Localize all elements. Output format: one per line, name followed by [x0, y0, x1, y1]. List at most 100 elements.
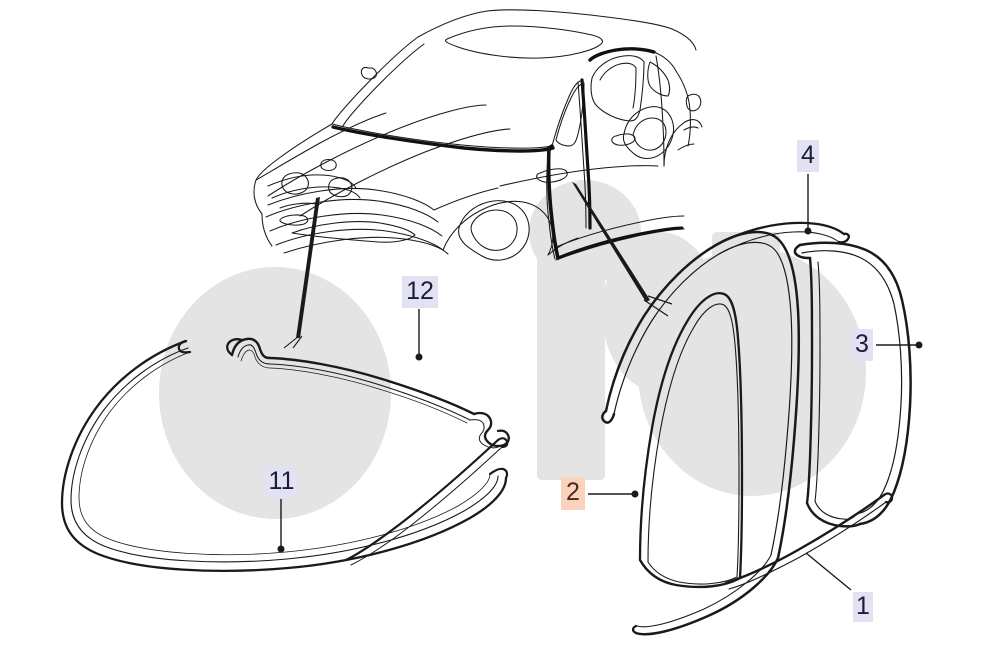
car-grille-upper — [267, 174, 357, 189]
car-fog-left — [279, 214, 309, 226]
callout-label-2[interactable]: 2 — [561, 477, 585, 510]
car-roof-edge — [671, 28, 697, 51]
car-mirror — [360, 66, 377, 80]
watermark-circle-1 — [159, 267, 391, 519]
callout-leader-lines — [277, 174, 923, 591]
cowl-seal-inner — [237, 344, 471, 421]
leader-dot-2 — [631, 490, 639, 498]
lower-strip-inner — [350, 446, 503, 566]
car-side-swage — [499, 165, 659, 187]
front-door-seal-bottom2 — [647, 561, 738, 585]
cowl-seal-end-left — [226, 338, 244, 357]
leader-dot-3 — [915, 341, 923, 349]
car-hood-crease-2 — [299, 128, 511, 217]
rear-door-seal-bottom — [805, 501, 862, 528]
cowl-seal-end-right — [472, 411, 510, 448]
watermark-circle-4 — [638, 248, 866, 496]
leader-arrow-11-tail2 — [292, 335, 303, 349]
rear-door-seal-outer2 — [801, 250, 903, 515]
car-rear-door-handle — [611, 133, 636, 146]
windscreen-seal-end-left — [177, 339, 192, 354]
car-bpillar-inner — [577, 81, 587, 229]
car-sill-bold — [556, 226, 684, 260]
callout-label-4[interactable]: 4 — [797, 140, 819, 172]
car-hood-emblem — [320, 158, 337, 172]
leader-arrow-2-tail2 — [647, 295, 673, 305]
front-door-seal-bottom — [638, 558, 742, 589]
car-bumper-mid — [265, 198, 439, 223]
rear-door-seal-inner2 — [814, 261, 821, 502]
car-wheel-front — [458, 200, 530, 261]
car-rear-door-seal-bold — [588, 47, 656, 62]
car-rear-door-gap — [655, 55, 665, 167]
car-bumper-top — [267, 187, 435, 211]
front-door-seal-sill-run — [634, 556, 780, 636]
leader-arrow-11-tail — [283, 335, 300, 349]
car-hood-side — [253, 179, 263, 215]
part-door-sill-strip — [724, 492, 894, 590]
lower-strip-end — [496, 437, 509, 449]
windscreen-seal-end-right — [488, 467, 509, 480]
car-apillar-inner — [342, 43, 425, 127]
car-cpillar — [653, 51, 677, 72]
lower-strip-outer — [344, 438, 500, 562]
car-hood-top — [255, 112, 387, 181]
windscreen-seal-inner — [70, 347, 499, 563]
car-grille-lower — [271, 186, 361, 199]
car-apillar-front — [255, 123, 333, 181]
cowl-seal-mid — [240, 349, 468, 424]
part-front-door-seal — [601, 230, 801, 636]
car-wheel-rear-rim — [632, 117, 667, 151]
car-sunroof — [444, 25, 603, 59]
leader-arrow-to-windscreen-seal — [283, 197, 320, 349]
rear-door-seal-left-edge — [793, 243, 812, 260]
car-side-lower — [555, 215, 685, 248]
car-headlight-left — [281, 172, 309, 195]
leader-dot-11 — [277, 545, 285, 553]
callout-label-3[interactable]: 3 — [851, 329, 873, 361]
car-rear-quarter-glass — [647, 61, 671, 97]
car-rear-lower — [677, 143, 695, 151]
cowl-seal-outer — [230, 337, 476, 416]
leader-line-1 — [805, 552, 852, 591]
windscreen-seal-inner2 — [78, 351, 491, 556]
car-rear-door-glass — [590, 55, 645, 122]
callout-label-12[interactable]: 12 — [402, 276, 438, 308]
car-rear-door-glass-inner — [599, 62, 637, 109]
car-fender-line — [433, 187, 499, 211]
rear-door-seal-outer — [798, 241, 912, 526]
car-rear-arch — [663, 119, 703, 167]
car-front-door-handle — [536, 168, 568, 183]
leader-dot-4 — [804, 227, 812, 235]
car-windscreen-lower — [331, 123, 553, 149]
leader-arrow-11-shaft — [296, 197, 320, 338]
watermark-bar-1 — [537, 232, 605, 480]
rear-door-seal-inner — [805, 256, 814, 505]
car-front-door-gap — [546, 147, 556, 260]
car-plate-area — [279, 202, 317, 209]
car-headlight-right — [328, 177, 353, 198]
sill-strip-end — [882, 492, 894, 504]
front-door-seal-top-end — [601, 409, 616, 424]
front-door-seal-inner2 — [647, 303, 740, 578]
car-front-door-seal-bold — [546, 144, 560, 260]
car-wheel-front-rim — [470, 209, 518, 251]
car-front-fascia — [261, 213, 273, 247]
front-door-seal-inner — [638, 292, 744, 580]
callout-label-11[interactable]: 11 — [265, 466, 298, 498]
front-door-seal-sill-end — [631, 624, 638, 635]
front-door-seal-outer2 — [613, 241, 793, 556]
leader-arrow-2-shaft — [572, 182, 650, 302]
car-rear-bumper — [683, 126, 699, 131]
car-front-door-glass — [555, 82, 585, 147]
vehicle-illustration — [253, 9, 703, 261]
upper-seal-crest2 — [718, 231, 840, 255]
car-bumper-bottom — [275, 228, 444, 251]
rear-door-seal-bottom2 — [814, 500, 857, 520]
car-windscreen-seal-bold — [331, 125, 555, 153]
car-rear-tail — [685, 93, 702, 112]
car-front-door-window — [551, 80, 581, 147]
car-wheel-rear — [622, 106, 675, 160]
car-windscreen — [331, 36, 419, 125]
callout-label-1[interactable]: 1 — [853, 592, 873, 622]
